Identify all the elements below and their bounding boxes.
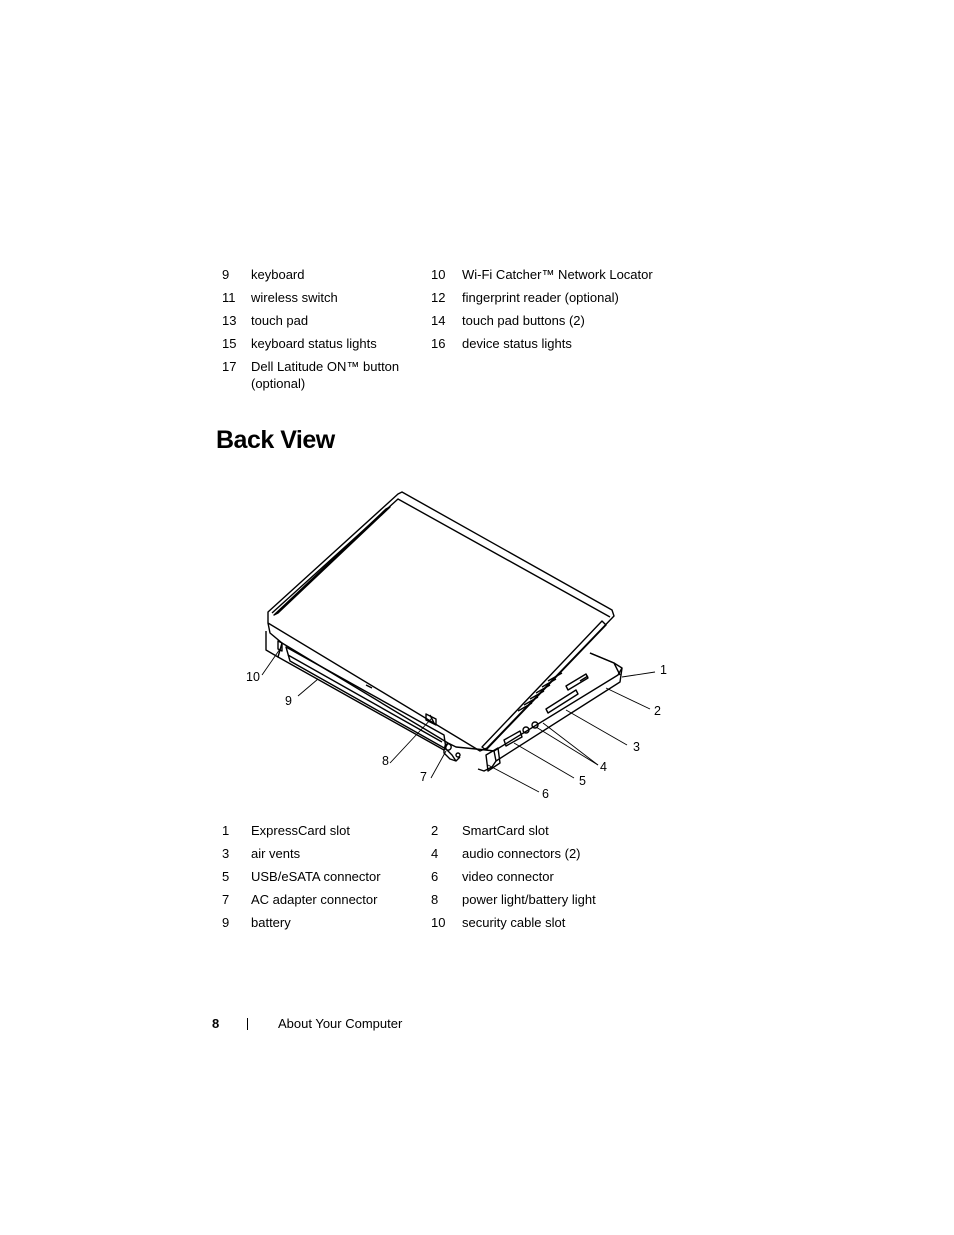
legend-label: touch pad buttons (2) xyxy=(462,313,585,328)
legend-label: power light/battery light xyxy=(462,892,596,907)
callout-line-10 xyxy=(261,648,281,676)
legend-number: 3 xyxy=(222,846,230,861)
footer-section-title: About Your Computer xyxy=(278,1016,403,1031)
legend-number: 16 xyxy=(431,336,446,351)
section-heading: Back View xyxy=(216,426,335,454)
legend-label: keyboard status lights xyxy=(251,336,377,351)
legend-table-bottom: 1 ExpressCard slot 2 SmartCard slot 3 ai… xyxy=(222,822,662,937)
legend-label: wireless switch xyxy=(251,290,338,305)
legend-number: 12 xyxy=(431,290,446,305)
callout-line-4a xyxy=(535,726,599,766)
legend-label: fingerprint reader (optional) xyxy=(462,290,619,305)
callout-line-8 xyxy=(389,717,433,764)
callout-line-6 xyxy=(487,764,540,793)
legend-label: keyboard xyxy=(251,267,305,282)
legend-row: 7 AC adapter connector 8 power light/bat… xyxy=(222,891,662,908)
legend-label: SmartCard slot xyxy=(462,823,549,838)
legend-number: 6 xyxy=(431,869,439,884)
legend-row: 9 battery 10 security cable slot xyxy=(222,914,662,931)
legend-label: AC adapter connector xyxy=(251,892,378,907)
legend-number: 9 xyxy=(222,267,230,282)
legend-label: touch pad xyxy=(251,313,309,328)
page-footer: 8 About Your Computer xyxy=(212,1016,402,1031)
legend-label: device status lights xyxy=(462,336,572,351)
legend-label: security cable slot xyxy=(462,915,566,930)
callout-line-7 xyxy=(430,750,447,779)
callout-line-1 xyxy=(621,671,656,678)
callout-label: 10 xyxy=(246,670,260,684)
legend-number: 2 xyxy=(431,823,439,838)
legend-number: 13 xyxy=(222,313,237,328)
legend-table-top: 9 keyboard 10 Wi-Fi Catcher™ Network Loc… xyxy=(222,266,662,398)
callout-label: 6 xyxy=(542,787,549,801)
legend-label: Wi-Fi Catcher™ Network Locator xyxy=(462,267,653,282)
legend-label: battery xyxy=(251,915,291,930)
legend-number: 10 xyxy=(431,915,446,930)
callout-line-4b xyxy=(542,722,599,766)
legend-label: video connector xyxy=(462,869,554,884)
legend-number: 8 xyxy=(431,892,439,907)
callout-label: 1 xyxy=(660,663,667,677)
legend-number: 4 xyxy=(431,846,439,861)
callout-label: 9 xyxy=(285,694,292,708)
legend-number: 15 xyxy=(222,336,237,351)
callout-line-2 xyxy=(605,687,651,710)
callout-label: 3 xyxy=(633,740,640,754)
legend-row: 3 air vents 4 audio connectors (2) xyxy=(222,845,662,862)
legend-row: 11 wireless switch 12 fingerprint reader… xyxy=(222,289,662,306)
legend-label: ExpressCard slot xyxy=(251,823,350,838)
legend-row: 15 keyboard status lights 16 device stat… xyxy=(222,335,662,352)
legend-number: 1 xyxy=(222,823,230,838)
callout-line-3 xyxy=(565,709,628,746)
callout-line-5 xyxy=(513,742,575,779)
legend-row: 5 USB/eSATA connector 6 video connector xyxy=(222,868,662,885)
legend-number xyxy=(431,358,462,392)
callout-label: 4 xyxy=(600,760,607,774)
callout-line-9 xyxy=(297,678,319,697)
legend-number: 10 xyxy=(431,267,446,282)
callout-label: 8 xyxy=(382,754,389,768)
legend-label: Dell Latitude ON™ button (optional) xyxy=(251,359,400,391)
legend-number: 17 xyxy=(222,359,237,374)
callout-label: 2 xyxy=(654,704,661,718)
laptop-drawing xyxy=(261,491,656,793)
legend-label xyxy=(462,358,658,392)
callout-label: 5 xyxy=(579,774,586,788)
legend-number: 5 xyxy=(222,869,230,884)
legend-row: 17 Dell Latitude ON™ button (optional) xyxy=(222,358,662,392)
legend-label: USB/eSATA connector xyxy=(251,869,381,884)
legend-row: 13 touch pad 14 touch pad buttons (2) xyxy=(222,312,662,329)
legend-number: 11 xyxy=(222,290,236,305)
legend-number: 7 xyxy=(222,892,230,907)
callout-label: 7 xyxy=(420,770,427,784)
legend-row: 9 keyboard 10 Wi-Fi Catcher™ Network Loc… xyxy=(222,266,662,283)
legend-row: 1 ExpressCard slot 2 SmartCard slot xyxy=(222,822,662,839)
legend-label: audio connectors (2) xyxy=(462,846,581,861)
footer-separator xyxy=(247,1017,248,1030)
page-number: 8 xyxy=(212,1016,220,1031)
laptop-back-view-illustration: 1 2 3 4 5 6 7 8 9 10 xyxy=(230,485,680,805)
legend-label: air vents xyxy=(251,846,301,861)
legend-number: 9 xyxy=(222,915,230,930)
legend-number: 14 xyxy=(431,313,446,328)
